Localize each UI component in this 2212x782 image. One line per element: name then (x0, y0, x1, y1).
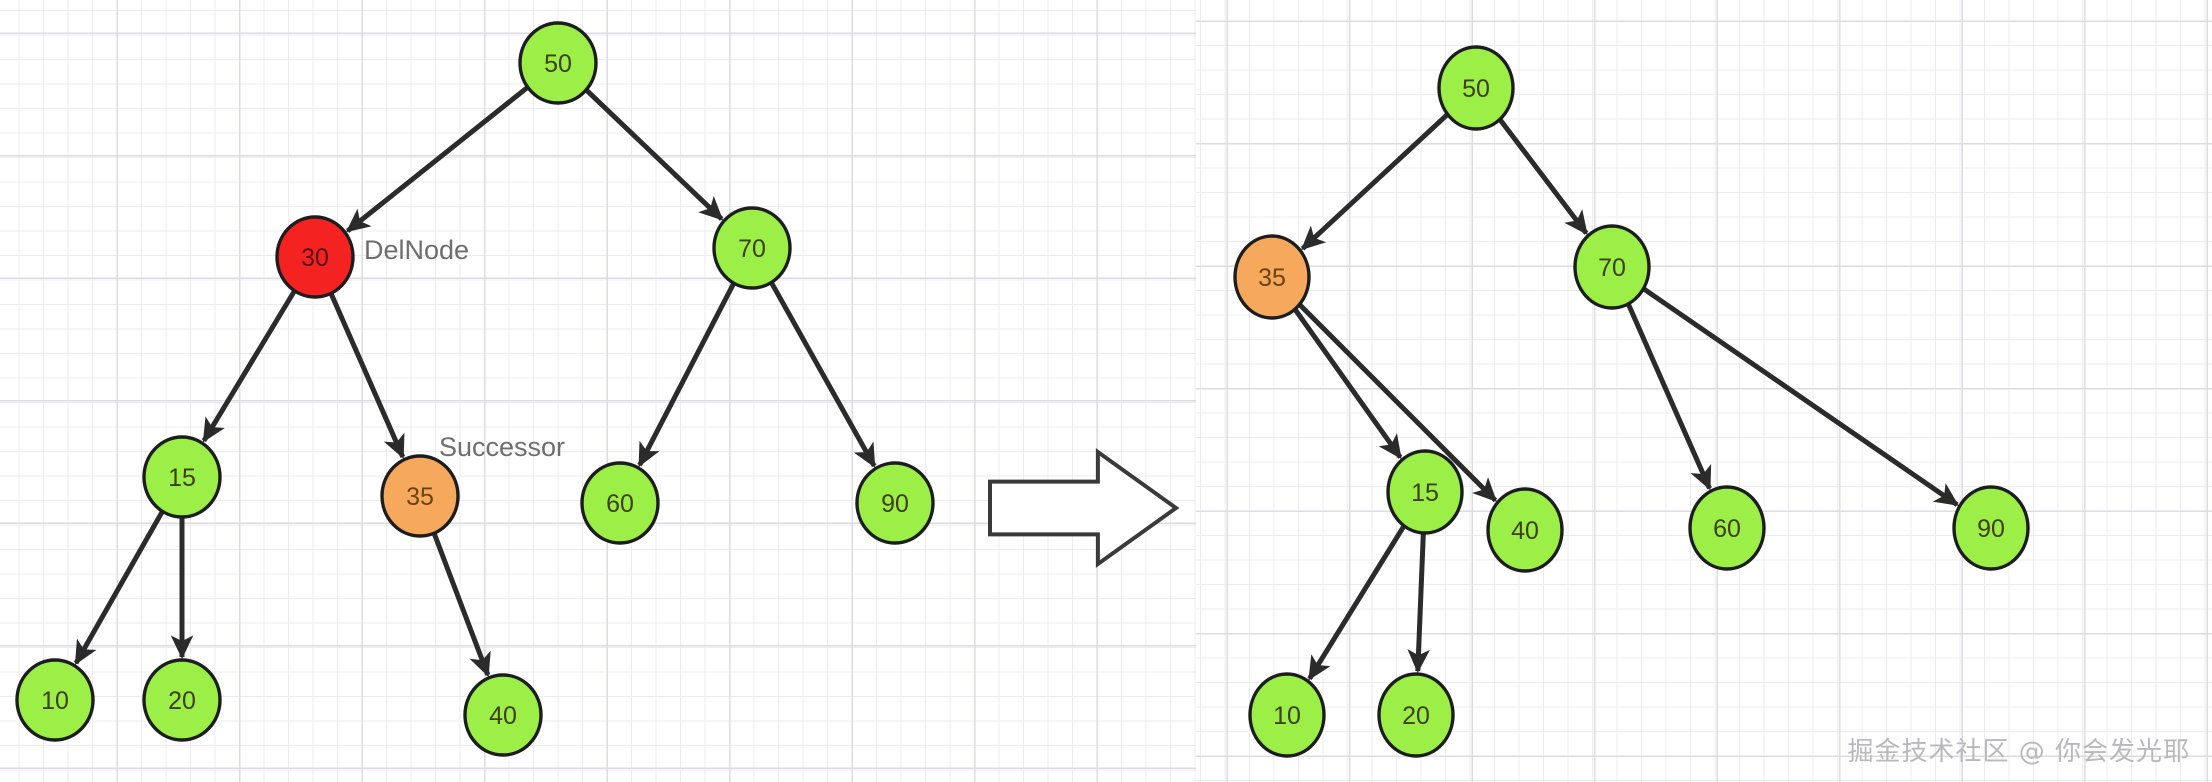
node-value-label: 35 (1258, 264, 1286, 292)
tree-node-90[interactable]: 90 (857, 463, 933, 543)
node-value-label: 10 (1273, 702, 1301, 730)
tree-edge (1303, 114, 1449, 249)
tree-node-10[interactable]: 10 (17, 660, 93, 740)
tree-node-15[interactable]: 15 (144, 437, 220, 517)
annotation-delnode: DelNode (364, 235, 469, 265)
tree-edge (76, 510, 163, 663)
tree-node-35[interactable]: 35 (382, 456, 458, 536)
tree-edge (204, 290, 295, 441)
node-value-label: 90 (1977, 515, 2005, 543)
transform-arrow-shape (990, 452, 1176, 564)
node-value-label: 40 (1511, 517, 1539, 545)
tree-edge (348, 87, 529, 231)
tree-node-35[interactable]: 35 (1235, 236, 1309, 318)
tree-edge (1310, 525, 1405, 679)
tree-node-70[interactable]: 70 (714, 208, 790, 288)
tree-edge (771, 282, 874, 466)
tree-node-10[interactable]: 10 (1250, 674, 1324, 756)
tree-node-60[interactable]: 60 (582, 463, 658, 543)
node-value-label: 70 (1598, 254, 1626, 282)
tree-node-40[interactable]: 40 (1488, 489, 1562, 571)
node-value-label: 60 (1713, 515, 1741, 543)
tree-node-20[interactable]: 20 (1379, 674, 1453, 756)
tree-annotations: DelNodeSuccessor (364, 235, 565, 462)
node-value-label: 50 (544, 50, 572, 78)
tree-node-70[interactable]: 70 (1575, 226, 1649, 308)
annotation-successor: Successor (439, 432, 565, 462)
tree-edge (1294, 308, 1400, 457)
node-value-label: 10 (41, 687, 69, 715)
node-value-label: 60 (606, 490, 634, 518)
tree-nodes: 50 30 70 15 35 60 90 10 20 40 50 35 70 15 40 60 90 10 20 (17, 23, 2028, 756)
tree-edges (76, 87, 1957, 679)
tree-edge (1499, 119, 1586, 234)
node-value-label: 90 (881, 490, 909, 518)
watermark-text: 掘金技术社区 @ 你会发光耶 (1847, 731, 2190, 768)
tree-node-90[interactable]: 90 (1954, 487, 2028, 569)
tree-node-60[interactable]: 60 (1690, 487, 1764, 569)
node-value-label: 20 (168, 687, 196, 715)
tree-edge (1628, 303, 1710, 488)
tree-node-50[interactable]: 50 (1439, 47, 1513, 129)
tree-node-20[interactable]: 20 (144, 660, 220, 740)
node-value-label: 70 (738, 235, 766, 263)
node-value-label: 40 (489, 702, 517, 730)
tree-edge (434, 532, 488, 675)
node-value-label: 15 (168, 464, 196, 492)
tree-node-50[interactable]: 50 (520, 23, 596, 103)
tree-edge (331, 292, 403, 457)
tree-edge (1418, 532, 1424, 671)
transform-arrow-separator (990, 452, 1176, 564)
node-value-label: 30 (301, 244, 329, 272)
tree-node-15[interactable]: 15 (1388, 451, 1462, 533)
tree-edge (640, 282, 735, 465)
tree-edge (1643, 288, 1958, 505)
node-value-label: 20 (1402, 702, 1430, 730)
tree-node-40[interactable]: 40 (465, 675, 541, 755)
tree-node-30[interactable]: 30 (277, 217, 353, 297)
tree-edge (585, 89, 721, 219)
node-value-label: 15 (1411, 479, 1439, 507)
node-value-label: 50 (1462, 75, 1490, 103)
node-value-label: 35 (406, 483, 434, 511)
